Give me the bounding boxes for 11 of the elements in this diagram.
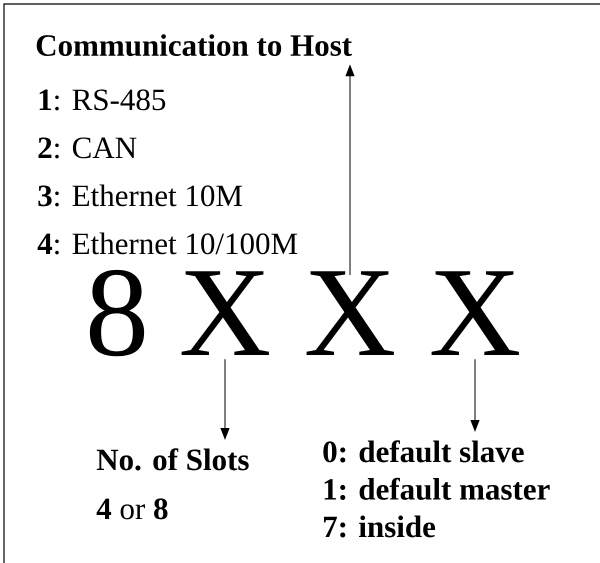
option-label: 3: Ethernet 10M: [38, 184, 242, 206]
heading-text: Communication to Host: [36, 34, 352, 56]
option-label: 4: Ethernet 10/100M: [38, 232, 298, 254]
field-description: No. of Slots 4 or 8: [96, 448, 249, 520]
model-character: X: [182, 271, 269, 355]
option-label: 1: RS-485: [40, 89, 166, 110]
model-character: X: [432, 271, 519, 355]
model-character: 8: [90, 270, 144, 356]
option-list: 0: default slave 1: default master 7: inside: [323, 440, 550, 538]
option-label: 2: CAN: [38, 137, 136, 158]
model-character: X: [306, 271, 394, 355]
